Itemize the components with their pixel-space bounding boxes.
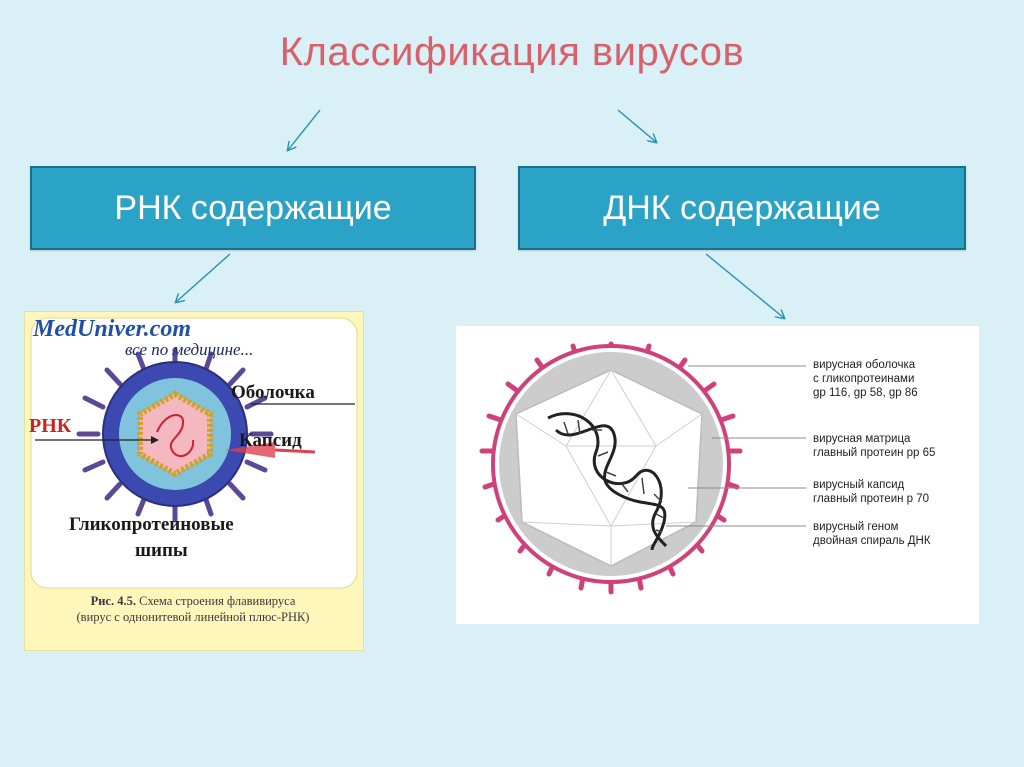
dna-virus-figure: вирусная оболочка с гликопротеинами gp 1…: [456, 326, 979, 624]
rna-virus-figure: MedUniver.com все по медицине... Оболочк…: [24, 311, 364, 651]
arrow-rna-to-figure: [176, 253, 231, 302]
dna-double-helix: [547, 412, 668, 551]
arrow-dna-to-figure: [705, 253, 784, 318]
glycoprotein-spikes: [76, 347, 274, 523]
leader-lines: [666, 365, 806, 527]
brand-slogan: все по медицине...: [125, 340, 254, 359]
caption-ref: Рис. 4.5.: [90, 594, 136, 608]
caption-line1: Схема строения флавивируса: [139, 594, 296, 608]
label-spikes-line2: шипы: [135, 540, 188, 561]
slide-title: Классификация вирусов: [279, 30, 745, 74]
dna-label-envelope-line2: с гликопротеинами: [813, 373, 915, 385]
label-capsid: Капсид: [239, 430, 302, 451]
dna-label-matrix: вирусная матрица главный протеин pp 65: [813, 432, 935, 460]
dna-label-genome-line1: вирусный геном: [813, 521, 899, 533]
figure-caption: Рис. 4.5. Схема строения флавивируса (ви…: [29, 593, 357, 625]
dna-label-capsid: вирусный капсид главный протеин р 70: [813, 478, 929, 506]
dna-label-envelope: вирусная оболочка с гликопротеинами gp 1…: [813, 358, 918, 400]
dna-label-capsid-line1: вирусный капсид: [813, 479, 905, 491]
dna-label-capsid-line2: главный протеин р 70: [813, 493, 930, 505]
category-dna-box: ДНК содержащие: [518, 166, 966, 250]
category-dna-label: ДНК содержащие: [603, 188, 881, 227]
label-rna: РНК: [29, 415, 72, 437]
rna-virus-drawing: [30, 317, 358, 589]
label-spikes-line1: Гликопротеиновые: [69, 514, 234, 535]
label-envelope: Оболочка: [231, 382, 315, 403]
brand-logo-text: MedUniver.com: [33, 316, 191, 342]
category-rna-box: РНК содержащие: [30, 166, 476, 250]
dna-label-matrix-line1: вирусная матрица: [813, 433, 911, 445]
caption-line2: (вирус с однонитевой линейной плюс-РНК): [76, 610, 310, 624]
dna-label-envelope-line1: вирусная оболочка: [813, 359, 916, 371]
dna-label-envelope-line3: gp 116, gp 58, gp 86: [813, 387, 918, 399]
dna-label-matrix-line2: главный протеин pp 65: [813, 447, 936, 459]
dna-label-genome: вирусный геном двойная спираль ДНК: [813, 520, 931, 548]
category-rna-label: РНК содержащие: [114, 188, 392, 227]
arrow-title-to-dna: [617, 109, 656, 142]
dna-virus-drawing: [479, 341, 806, 595]
arrow-title-to-rna: [288, 109, 321, 150]
dna-label-genome-line2: двойная спираль ДНК: [813, 535, 931, 547]
